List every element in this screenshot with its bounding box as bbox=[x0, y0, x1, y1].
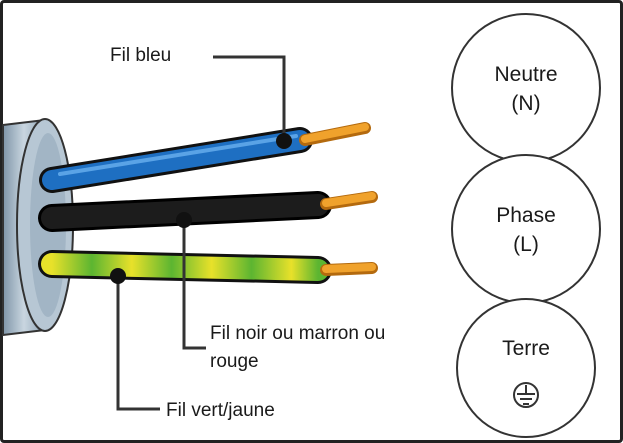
terminal-neutral-name: Neutre bbox=[494, 63, 558, 86]
terminal-phase-circle bbox=[451, 154, 601, 304]
blue-wire-label: Fil bleu bbox=[110, 45, 172, 66]
blue-wire bbox=[39, 122, 371, 193]
blue-wire-leader bbox=[213, 55, 286, 140]
terminal-phase-name: Phase bbox=[496, 204, 556, 227]
black-wire-label-line1: Fil noir ou marron ou bbox=[210, 323, 386, 344]
green-yellow-wire-leader bbox=[116, 276, 160, 411]
terminal-phase-code: (L) bbox=[513, 233, 539, 256]
black-wire-label-line2: rouge bbox=[210, 351, 259, 372]
terminal-earth-name: Terre bbox=[502, 337, 550, 360]
blue-wire-dot bbox=[276, 133, 292, 149]
green-yellow-wire-dot bbox=[110, 268, 126, 284]
green-yellow-wire-label: Fil vert/jaune bbox=[166, 400, 275, 421]
black-wire-leader bbox=[182, 220, 206, 350]
earth-ground-icon bbox=[513, 382, 539, 408]
terminal-neutral-circle bbox=[451, 13, 601, 163]
terminal-neutral-code: (N) bbox=[511, 92, 541, 115]
green-yellow-wire bbox=[38, 250, 378, 284]
black-wire-dot bbox=[176, 212, 192, 228]
terminal-earth-circle bbox=[456, 298, 596, 438]
black-wire bbox=[38, 191, 378, 232]
